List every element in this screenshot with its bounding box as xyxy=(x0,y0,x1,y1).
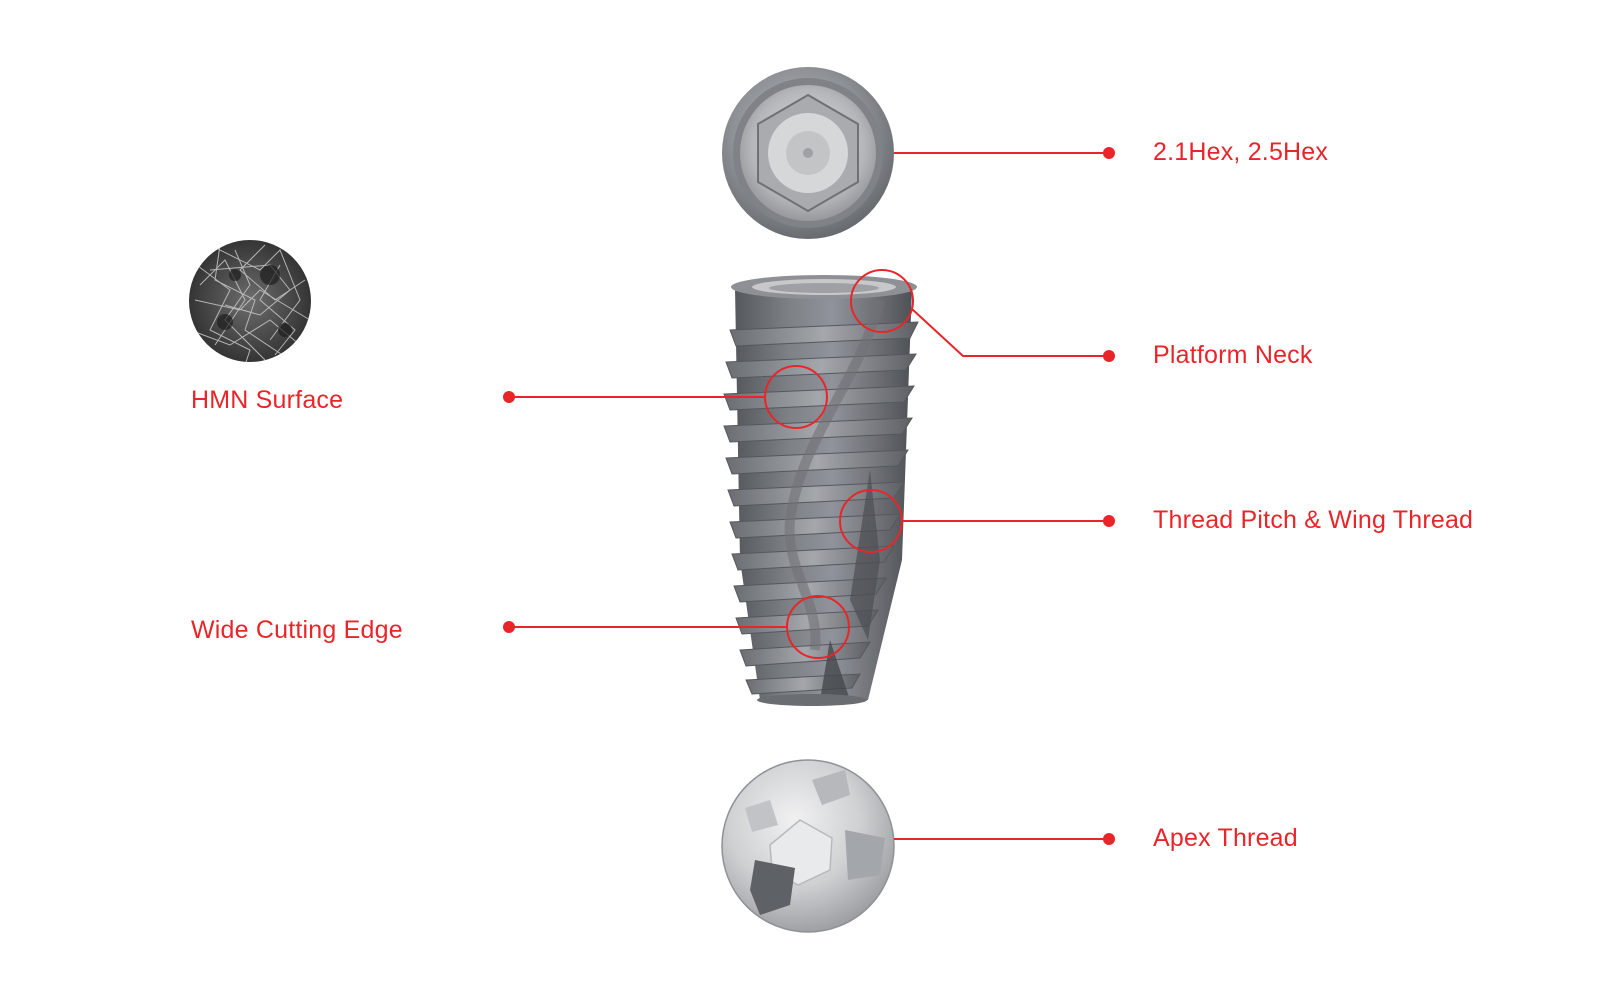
label-hmn-surface: HMN Surface xyxy=(191,386,344,414)
apex-view xyxy=(721,759,895,933)
callout-dots xyxy=(503,147,1115,845)
label-hex: 2.1Hex, 2.5Hex xyxy=(1153,138,1329,166)
callout-line-platform xyxy=(911,308,1109,357)
hmn-surface-image xyxy=(189,240,311,362)
hex-top-view xyxy=(722,67,894,239)
dot-platform xyxy=(1103,350,1115,362)
dot-thread xyxy=(1103,515,1115,527)
label-wide-cutting-edge: Wide Cutting Edge xyxy=(191,616,403,644)
callout-circle-platform xyxy=(850,269,914,333)
dot-apex xyxy=(1103,833,1115,845)
implant-body xyxy=(723,275,919,706)
dot-hmn xyxy=(503,391,515,403)
dot-cutting xyxy=(503,621,515,633)
callouts xyxy=(509,152,1109,840)
label-platform-neck: Platform Neck xyxy=(1153,341,1313,369)
label-apex-thread: Apex Thread xyxy=(1153,824,1298,852)
label-thread-pitch: Thread Pitch & Wing Thread xyxy=(1153,506,1474,534)
dot-hex xyxy=(1103,147,1115,159)
